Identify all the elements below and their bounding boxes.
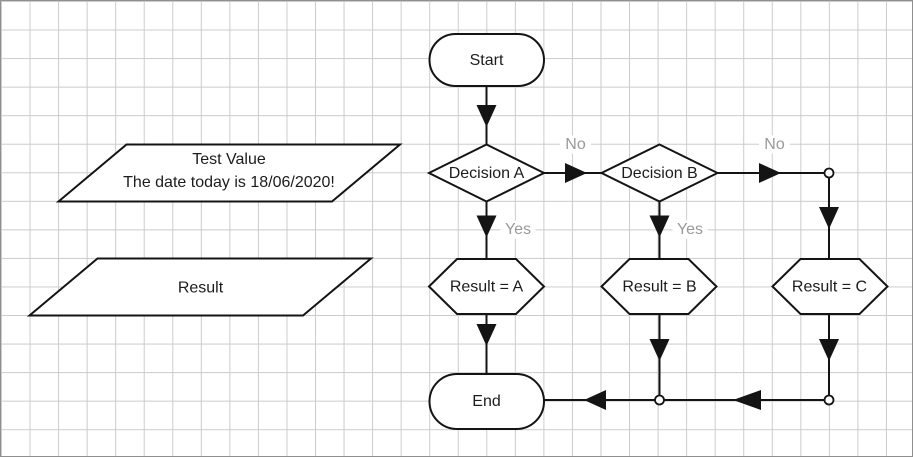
connector-result-a-to-end[interactable] xyxy=(476,314,497,374)
decision-a-label: Decision A xyxy=(449,165,525,182)
start-node-label: Start xyxy=(470,52,504,69)
arrowhead-down-icon xyxy=(476,324,497,346)
connector-decision-b-to-result-b[interactable] xyxy=(649,201,670,260)
connector-decision-b-to-junction[interactable] xyxy=(717,163,825,183)
decision-a-node[interactable]: Decision A xyxy=(426,143,547,203)
no-label: No xyxy=(565,136,586,153)
yes-label: Yes xyxy=(505,221,531,238)
connector-decision-a-to-result-a[interactable] xyxy=(476,201,497,260)
result-data-node[interactable]: Result xyxy=(26,257,374,317)
arrowhead-down-icon xyxy=(649,339,670,361)
junction-dot-bottom-right[interactable] xyxy=(823,394,835,406)
arrowhead-right-icon xyxy=(565,163,587,183)
result-a-label: Result = A xyxy=(450,279,524,296)
connector-junction-c-to-junction-b[interactable] xyxy=(664,390,825,410)
start-node[interactable]: Start xyxy=(428,33,545,87)
arrowhead-left-icon xyxy=(584,390,606,410)
connector-result-c-to-junction[interactable] xyxy=(819,314,839,396)
arrowhead-down-icon xyxy=(649,215,670,238)
arrowhead-down-icon xyxy=(819,339,839,361)
connector-junction-b-to-end[interactable] xyxy=(544,390,655,410)
decision-b-label: Decision B xyxy=(621,165,697,182)
result-a-node[interactable]: Result = A xyxy=(427,258,546,315)
connector-decision-a-to-decision-b[interactable] xyxy=(544,163,602,183)
result-b-node[interactable]: Result = B xyxy=(600,258,718,315)
result-data-label: Result xyxy=(178,280,224,297)
connector-result-b-to-junction[interactable] xyxy=(649,314,670,396)
test-value-label-line2: The date today is 18/06/2020! xyxy=(123,174,335,191)
end-node-label: End xyxy=(472,393,500,410)
arrowhead-down-icon xyxy=(476,105,497,127)
arrowhead-left-icon xyxy=(733,390,761,410)
junction-dot-bottom-middle[interactable] xyxy=(654,394,665,406)
end-node[interactable]: End xyxy=(428,373,545,430)
branch-label-decision-a-no: No xyxy=(560,135,591,154)
branch-label-decision-b-no: No xyxy=(759,135,790,154)
arrowhead-right-icon xyxy=(759,163,781,183)
junction-dot-top-right[interactable] xyxy=(823,167,835,179)
branch-label-decision-b-yes: Yes xyxy=(672,220,708,239)
decision-b-node[interactable]: Decision B xyxy=(599,143,720,203)
result-c-label: Result = C xyxy=(792,279,867,296)
test-value-label-line1: Test Value xyxy=(192,151,266,168)
arrowhead-down-icon xyxy=(819,207,839,229)
yes-label: Yes xyxy=(677,221,703,238)
connector-junction-to-result-c[interactable] xyxy=(819,177,839,260)
arrowhead-down-icon xyxy=(476,215,497,238)
branch-label-decision-a-yes: Yes xyxy=(500,220,536,239)
result-b-label: Result = B xyxy=(622,279,696,296)
no-label: No xyxy=(764,136,785,153)
result-c-node[interactable]: Result = C xyxy=(771,258,889,315)
test-value-data-node[interactable]: Test Value The date today is 18/06/2020! xyxy=(55,143,403,203)
connector-start-to-decision-a[interactable] xyxy=(476,86,497,145)
